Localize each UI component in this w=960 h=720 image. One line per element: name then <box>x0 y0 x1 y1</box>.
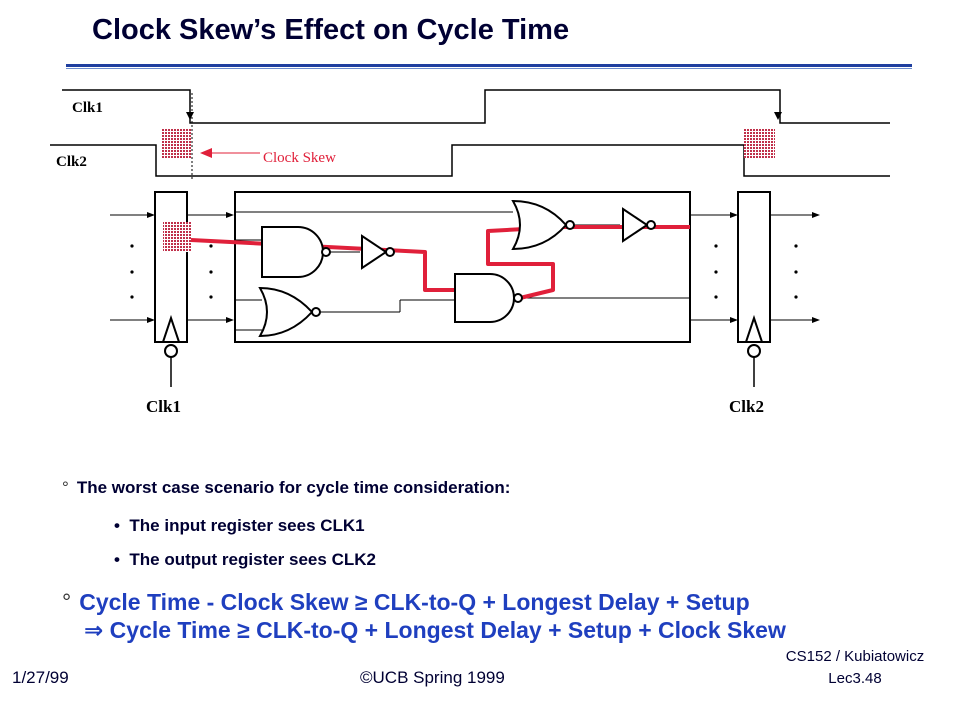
clk2-waveform <box>50 144 890 177</box>
and-gate-1 <box>261 226 324 278</box>
clk1-label-top: Clk1 <box>72 100 103 116</box>
bullet-main: °The worst case scenario for cycle time … <box>62 478 511 497</box>
skew-region-register <box>163 222 191 252</box>
inverter-1 <box>361 234 388 270</box>
footer-course-name: CS152 / Kubiatowicz <box>785 648 925 665</box>
critical-path <box>190 225 690 300</box>
footer-lecture: Lec3.48 <box>828 670 882 687</box>
footer-copyright: ©UCB Spring 1999 <box>360 668 505 687</box>
footer-course: CS152 / Kubiatowicz Lec3.48 <box>760 646 950 690</box>
clk1-waveform <box>62 89 890 124</box>
clk2-label-top: Clk2 <box>56 154 87 170</box>
clock-skew-diagram: Clk1 Clk2 Clock Skew Clk1 Clk2 <box>50 89 890 416</box>
nor-gate-1 <box>258 286 314 338</box>
clock-skew-label: Clock Skew <box>263 150 336 166</box>
skew-arrow-left-head <box>186 112 194 120</box>
equation-line-1: Cycle Time - Clock Skew ≥ CLK-to-Q + Lon… <box>79 589 750 615</box>
skew-arrow-right-head <box>774 112 782 120</box>
bullet-sub-1: • The input register sees CLK1 <box>114 516 365 535</box>
title-rule-thin <box>66 68 912 69</box>
equation-line-2: ⇒ Cycle Time ≥ CLK-to-Q + Longest Delay … <box>84 617 786 643</box>
clk2-label-bottom: Clk2 <box>729 397 764 416</box>
skew-region-right <box>744 128 775 158</box>
clk1-label-bottom: Clk1 <box>146 397 181 416</box>
bullet-equation: °Cycle Time - Clock Skew ≥ CLK-to-Q + Lo… <box>62 589 786 643</box>
inverter-2 <box>622 207 649 243</box>
slide-title: Clock Skew’s Effect on Cycle Time <box>92 14 570 46</box>
nor-gate-2 <box>511 199 568 251</box>
skew-region-left <box>162 128 192 158</box>
footer-date: 1/27/99 <box>12 668 69 687</box>
and-gate-2 <box>454 273 515 323</box>
title-rule <box>66 64 912 67</box>
ellipsis-dots <box>130 244 798 299</box>
bullet-sub-2: • The output register sees CLK2 <box>114 550 376 569</box>
